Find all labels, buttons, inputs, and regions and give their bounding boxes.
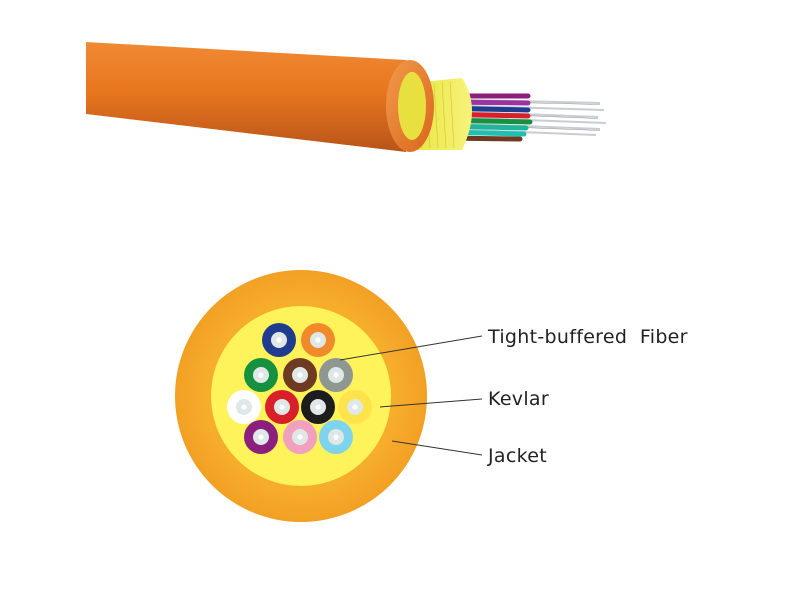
fiber-red xyxy=(265,390,299,424)
fiber-black xyxy=(301,390,335,424)
label-kevlar: Kevlar xyxy=(488,388,549,410)
cable-side-view xyxy=(86,42,607,152)
fiber-aqua xyxy=(319,420,353,454)
fiber-orange xyxy=(301,323,335,357)
callouts xyxy=(339,335,483,456)
fiber-yellow xyxy=(338,390,372,424)
jacket-tube xyxy=(86,42,406,152)
fiber-slate xyxy=(319,358,353,392)
fiber-leader-line xyxy=(339,335,483,361)
label-jacket: Jacket xyxy=(487,445,547,467)
kevlar-leader-line xyxy=(379,398,483,408)
fiber-violet xyxy=(244,420,278,454)
jacket-leader-line xyxy=(391,440,483,456)
fiber-green xyxy=(244,358,278,392)
fiber-white xyxy=(227,390,261,424)
cable-cross-section xyxy=(175,270,427,522)
fiber-brown xyxy=(283,358,317,392)
fiber-bundle xyxy=(227,323,372,454)
fiber-rose xyxy=(283,420,317,454)
label-tight-buffered-fiber: Tight-buffered Fiber xyxy=(487,326,688,348)
fiber-blue xyxy=(262,323,296,357)
